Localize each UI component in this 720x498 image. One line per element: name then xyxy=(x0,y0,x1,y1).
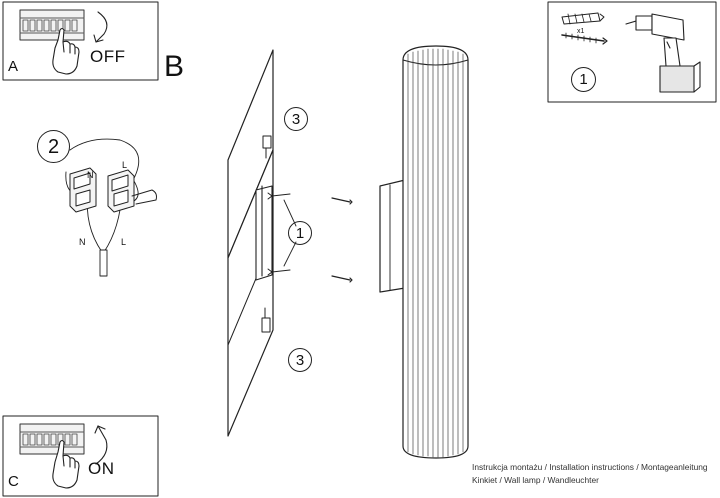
callout-3-bottom: 3 xyxy=(288,348,312,372)
lamp-body xyxy=(402,45,469,459)
arrow-down-icon xyxy=(93,11,108,43)
mounting-bracket xyxy=(255,185,273,281)
breaker-box-off-icon xyxy=(19,9,85,41)
terminal-l-label: L xyxy=(122,160,128,170)
hand-switch-on-icon xyxy=(52,439,80,489)
screw-icon xyxy=(561,32,608,45)
drill-icon xyxy=(625,13,701,93)
panel-a-label: A xyxy=(8,58,19,75)
terminal-n-label: N xyxy=(87,170,94,180)
loose-screw-lower-icon xyxy=(331,275,353,283)
quantity-label: x1 xyxy=(577,28,585,35)
footer-title: Instrukcja montażu / Installation instru… xyxy=(472,462,708,472)
step-1-number: 1 xyxy=(579,71,588,88)
loose-screw-upper-icon xyxy=(331,197,353,205)
off-label: OFF xyxy=(90,47,126,66)
terminal-block-l-icon xyxy=(107,169,135,213)
step-2-number: 2 xyxy=(47,135,60,158)
wire-n-label: N xyxy=(79,237,86,247)
anchor-screw-upper-icon xyxy=(267,192,291,200)
anchor-screw-lower-icon xyxy=(267,268,291,276)
arrow-up-icon xyxy=(94,425,108,465)
panel-b-label: B xyxy=(164,50,185,83)
step-1-badge: 1 xyxy=(571,67,596,92)
panel-c-label: C xyxy=(8,473,19,490)
screwdriver-hand-icon xyxy=(131,189,157,205)
terminal-block-n-icon xyxy=(69,167,97,213)
wall-screw-lower-icon xyxy=(261,307,271,333)
step-2-badge: 2 xyxy=(37,130,70,163)
wall-plug-icon xyxy=(561,12,605,25)
callout-3-top: 3 xyxy=(284,107,308,131)
footer-subtitle: Kinkiet / Wall lamp / Wandleuchter xyxy=(472,475,599,485)
lamp-wall-mount xyxy=(379,179,406,293)
on-label: ON xyxy=(88,459,115,478)
hand-switch-off-icon xyxy=(52,27,80,75)
wire-l-label: L xyxy=(121,237,127,247)
wall-screw-upper-icon xyxy=(262,135,272,159)
breaker-box-on-icon xyxy=(19,423,85,455)
callout-1-screws: 1 xyxy=(288,221,312,245)
